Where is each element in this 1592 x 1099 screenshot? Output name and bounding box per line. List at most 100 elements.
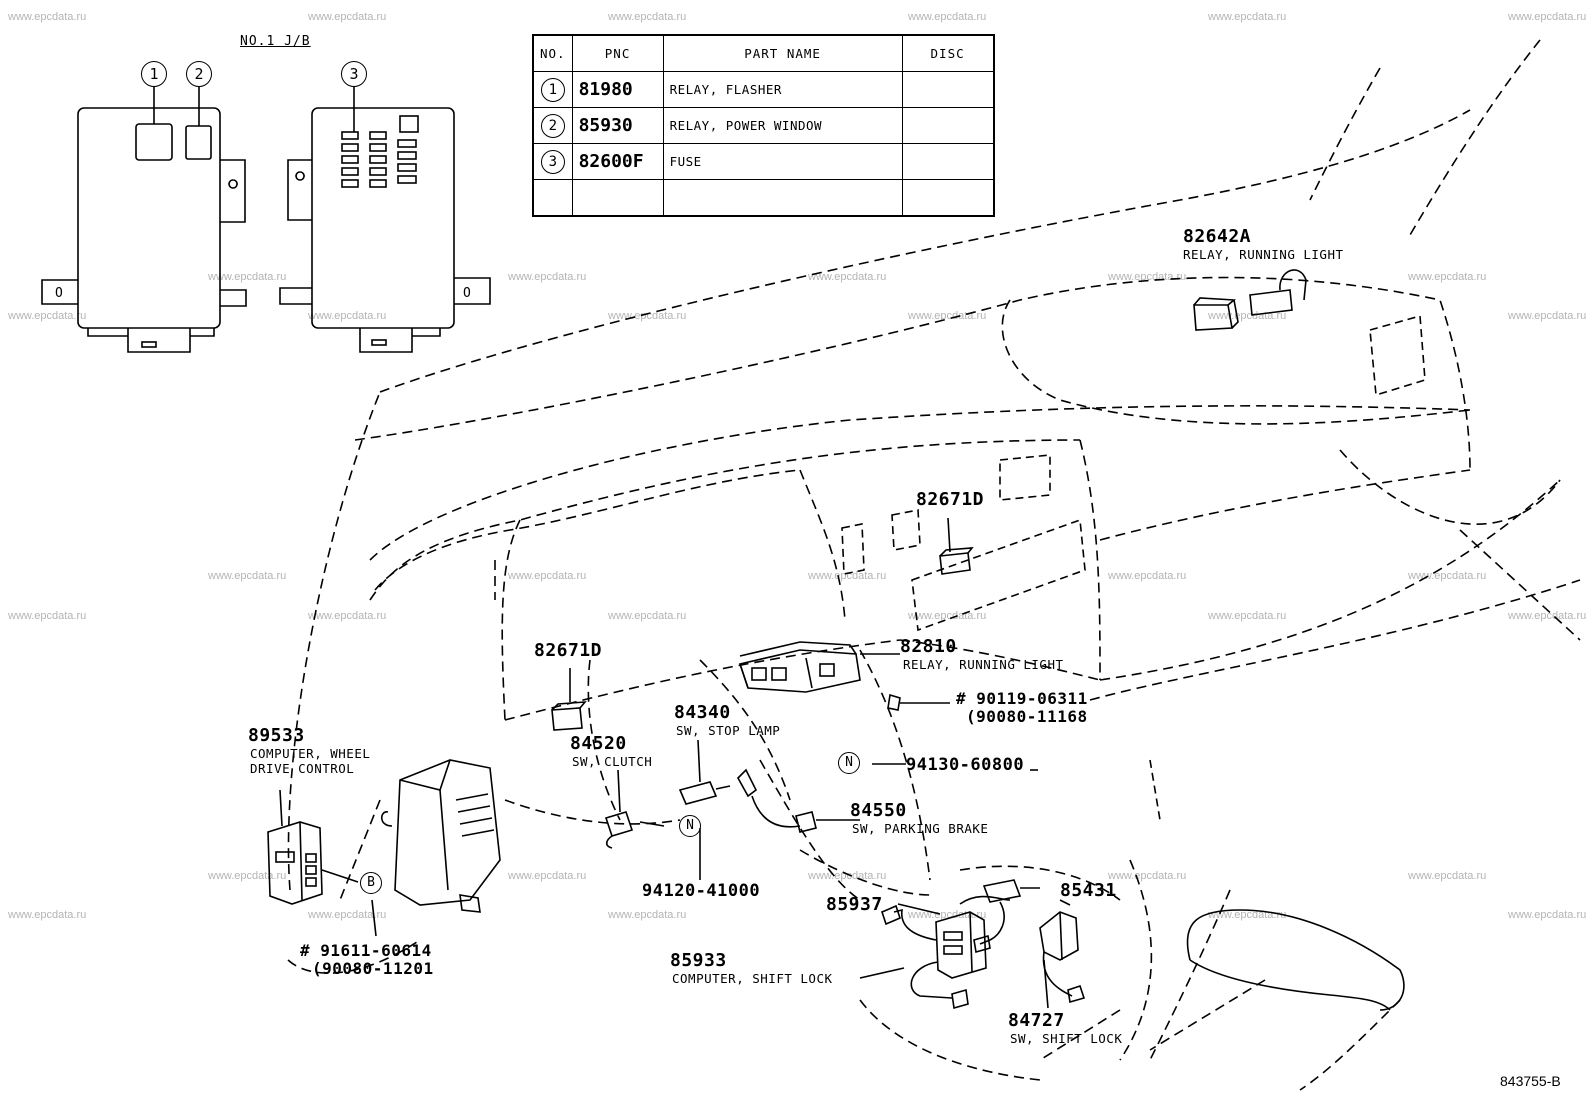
- part-name-84550: SW, PARKING BRAKE: [852, 821, 989, 836]
- row-number: 1: [540, 77, 565, 102]
- header-no: NO.: [532, 34, 573, 72]
- watermark: www.epcdata.ru: [808, 570, 887, 582]
- row-number: [532, 179, 573, 217]
- parts-table: NO. PNC PART NAME DISC 1 81980 RELAY, FL…: [532, 34, 995, 217]
- part-name-82810: RELAY, RUNNING LIGHT: [903, 657, 1064, 672]
- pnc-85431[interactable]: 85431: [1060, 880, 1117, 901]
- pnc-84340[interactable]: 84340: [674, 702, 731, 723]
- part-name-84340: SW, STOP LAMP: [676, 723, 781, 738]
- figure-reference: 843755-B: [1500, 1073, 1561, 1089]
- row-part-name: FUSE: [662, 143, 903, 180]
- row-part-name: RELAY, FLASHER: [662, 71, 903, 108]
- row-pnc: 85930: [571, 107, 664, 144]
- pnc-85937[interactable]: 85937: [826, 894, 883, 915]
- header-disc: DISC: [901, 34, 995, 72]
- row-part-name: RELAY, POWER WINDOW: [662, 107, 903, 144]
- part-name-84520: SW, CLUTCH: [572, 754, 653, 769]
- watermark: www.epcdata.ru: [208, 570, 287, 582]
- watermark: www.epcdata.ru: [208, 870, 287, 882]
- pnc-91611-60614[interactable]: # 91611-60614: [300, 941, 432, 960]
- row-disc: [901, 107, 995, 144]
- callout-marker-3: 3: [341, 61, 367, 87]
- pnc-90119-06311[interactable]: # 90119-06311: [956, 689, 1088, 708]
- watermark: www.epcdata.ru: [808, 870, 887, 882]
- watermark: www.epcdata.ru: [1508, 909, 1587, 921]
- watermark: www.epcdata.ru: [1108, 870, 1187, 882]
- marker-N-94120: N: [679, 815, 701, 837]
- row-disc: [901, 71, 995, 108]
- svg-text:O: O: [55, 286, 63, 301]
- watermark: www.epcdata.ru: [1508, 11, 1587, 23]
- table-row: 3 82600F FUSE: [532, 143, 995, 180]
- table-row: [532, 179, 995, 217]
- computer-wheel-drive-control-drawing: [267, 789, 323, 905]
- watermark: www.epcdata.ru: [1108, 570, 1187, 582]
- junction-block-title: NO.1 J/B: [240, 34, 311, 49]
- junction-block-front-drawing: O: [41, 107, 247, 353]
- watermark: www.epcdata.ru: [308, 610, 387, 622]
- watermark: www.epcdata.ru: [208, 271, 287, 283]
- watermark: www.epcdata.ru: [308, 909, 387, 921]
- watermark: www.epcdata.ru: [1208, 11, 1287, 23]
- watermark: www.epcdata.ru: [1408, 870, 1487, 882]
- fuse-box-drawing: [380, 759, 501, 913]
- pnc-85933[interactable]: 85933: [670, 950, 727, 971]
- row-part-name: [662, 179, 903, 217]
- watermark: www.epcdata.ru: [608, 11, 687, 23]
- part-name-85933: COMPUTER, SHIFT LOCK: [672, 971, 833, 986]
- pnc-94120-41000[interactable]: 94120-41000: [642, 881, 761, 901]
- alt-pnc-90080-11201[interactable]: (90080-11201: [312, 959, 434, 978]
- watermark: www.epcdata.ru: [1508, 610, 1587, 622]
- part-name-84727: SW, SHIFT LOCK: [1010, 1031, 1123, 1046]
- header-part-name: PART NAME: [662, 34, 903, 72]
- watermark: www.epcdata.ru: [308, 11, 387, 23]
- row-disc: [901, 179, 995, 217]
- pnc-89533[interactable]: 89533: [248, 725, 305, 746]
- watermark: www.epcdata.ru: [508, 271, 587, 283]
- marker-N-94130: N: [838, 752, 860, 774]
- pnc-84550[interactable]: 84550: [850, 800, 907, 821]
- marker-B-91611: B: [360, 872, 382, 894]
- alt-pnc-90080-11168[interactable]: (90080-11168: [966, 707, 1088, 726]
- watermark: www.epcdata.ru: [808, 271, 887, 283]
- row-pnc: [571, 179, 664, 217]
- callout-marker-2: 2: [186, 61, 212, 87]
- callout-marker-1: 1: [141, 61, 167, 87]
- watermark: www.epcdata.ru: [308, 310, 387, 322]
- junction-block-rear-drawing: O: [279, 107, 491, 353]
- watermark: www.epcdata.ru: [908, 11, 987, 23]
- watermark: www.epcdata.ru: [1508, 310, 1587, 322]
- watermark: www.epcdata.ru: [908, 310, 987, 322]
- pnc-94130-60800[interactable]: 94130-60800: [906, 755, 1025, 775]
- svg-text:O: O: [463, 286, 471, 301]
- table-row: 1 81980 RELAY, FLASHER: [532, 71, 995, 108]
- pnc-84727[interactable]: 84727: [1008, 1010, 1065, 1031]
- switch-shift-lock-drawing: [1039, 899, 1086, 1004]
- dashboard-outline-drawing: [287, 39, 1581, 1091]
- watermark: www.epcdata.ru: [608, 909, 687, 921]
- watermark: www.epcdata.ru: [8, 310, 87, 322]
- watermark: www.epcdata.ru: [8, 610, 87, 622]
- watermark: www.epcdata.ru: [508, 570, 587, 582]
- row-number: 2: [540, 113, 565, 138]
- pnc-82671D-right[interactable]: 82671D: [916, 489, 985, 510]
- pnc-82810[interactable]: 82810: [900, 636, 957, 657]
- computer-shift-lock-drawing: [881, 895, 1011, 1010]
- row-pnc: 81980: [571, 71, 664, 108]
- row-pnc: 82600F: [571, 143, 664, 180]
- pnc-82671D-left[interactable]: 82671D: [534, 640, 603, 661]
- row-disc: [901, 143, 995, 180]
- table-row: 2 85930 RELAY, POWER WINDOW: [532, 107, 995, 144]
- pnc-84520[interactable]: 84520: [570, 733, 627, 754]
- watermark: www.epcdata.ru: [1408, 271, 1487, 283]
- row-number: 3: [540, 149, 565, 174]
- relay-running-light-82642A-drawing: [1193, 269, 1307, 331]
- watermark: www.epcdata.ru: [8, 909, 87, 921]
- watermark: www.epcdata.ru: [8, 11, 87, 23]
- watermark: www.epcdata.ru: [508, 870, 587, 882]
- watermark: www.epcdata.ru: [608, 610, 687, 622]
- watermark: www.epcdata.ru: [1108, 271, 1187, 283]
- pnc-82642A[interactable]: 82642A: [1183, 226, 1252, 247]
- part-name-82642A: RELAY, RUNNING LIGHT: [1183, 247, 1344, 262]
